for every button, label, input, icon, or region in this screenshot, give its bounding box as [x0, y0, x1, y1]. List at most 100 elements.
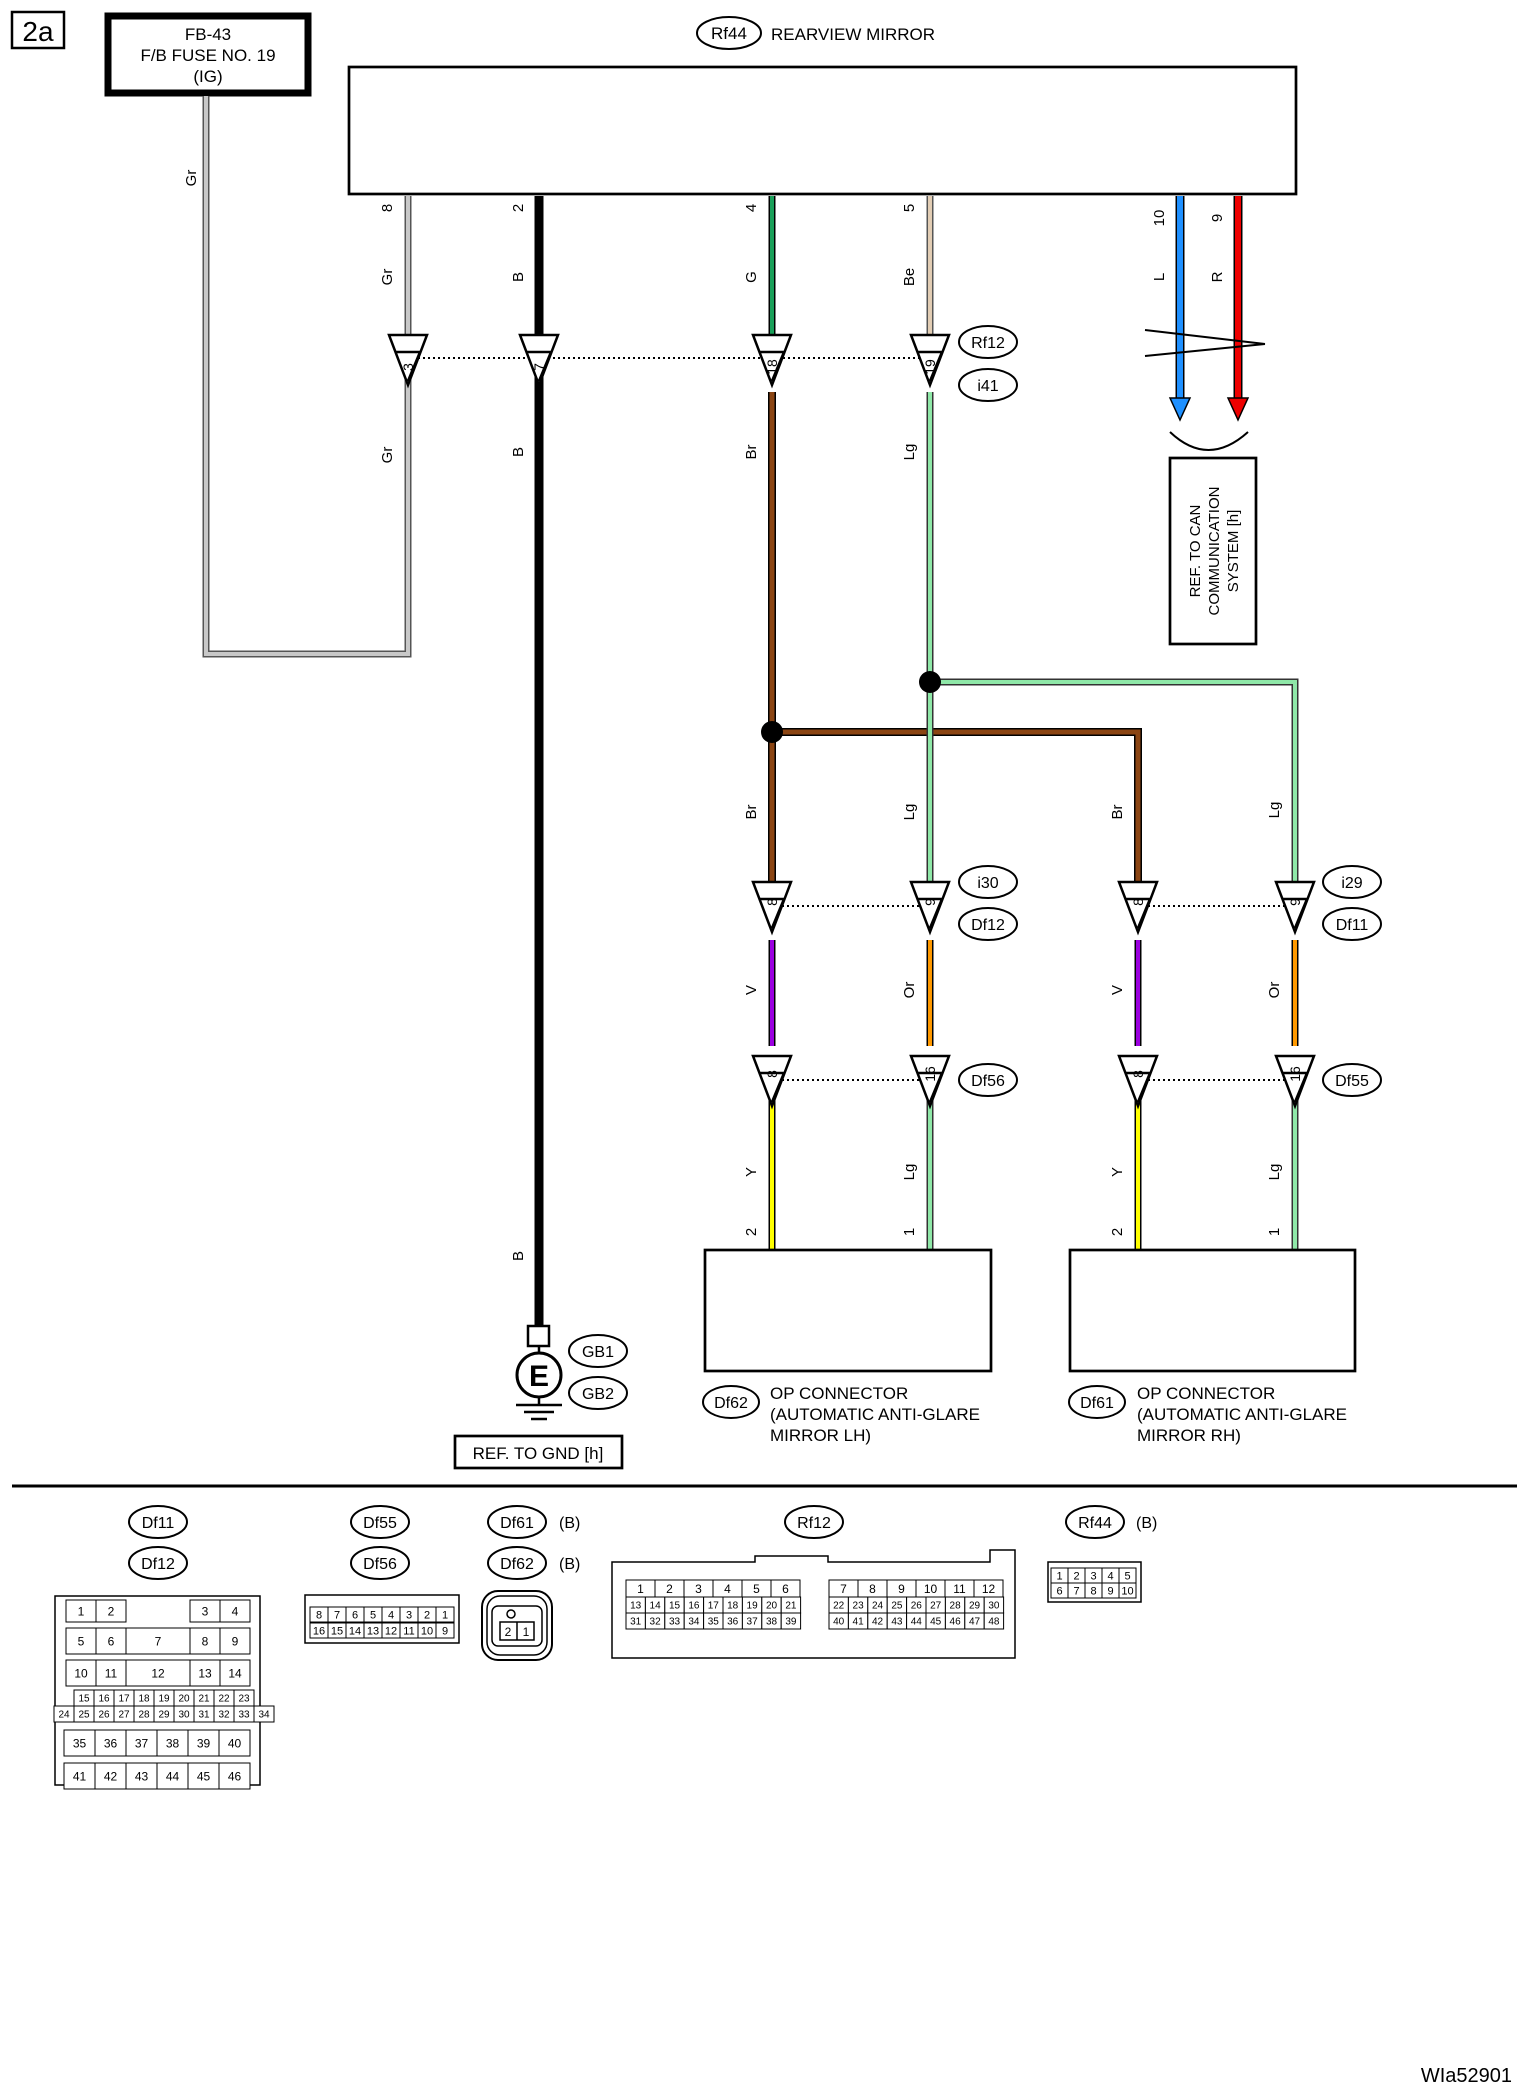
pin-cell — [63, 1729, 96, 1757]
pin-number: 10 — [74, 1666, 88, 1680]
connector-outline — [611, 1549, 1016, 1659]
pin-number: 46 — [228, 1769, 242, 1783]
pin-number: 18 — [727, 1601, 739, 1612]
mirror-connector-id: Rf44 — [711, 24, 747, 43]
op-connector-lh-box — [703, 1248, 993, 1373]
pin-cell — [95, 1627, 127, 1655]
wire-g-br — [768, 196, 1142, 888]
can-ref-line2: COMMUNICATION — [1206, 487, 1223, 616]
pin-number: 3 — [406, 1609, 412, 1621]
pin-number: 42 — [104, 1769, 118, 1783]
doc-code: WIa52901 — [1421, 2065, 1512, 2087]
pin-number: 9 — [1107, 1585, 1113, 1597]
pin-number: 5 — [370, 1609, 376, 1621]
pin-cell — [125, 1627, 191, 1655]
pin-number: 3 — [1090, 1570, 1096, 1582]
wire-code: Or — [901, 982, 918, 999]
pin-number: 8 — [316, 1609, 322, 1621]
wire-code: Or — [1266, 982, 1283, 999]
pin-number: 15 — [669, 1601, 681, 1612]
pin-number: 32 — [218, 1710, 230, 1721]
pin-number: 47 — [969, 1617, 981, 1628]
pin-number: 35 — [708, 1617, 720, 1628]
mirror-connector-oval — [696, 16, 762, 50]
wire-code: Br — [743, 444, 760, 459]
pin-number: 2 — [1073, 1570, 1079, 1582]
legend-oval-df55 — [350, 1505, 410, 1539]
pin-number: 21 — [198, 1694, 210, 1705]
pin-number: 27 — [930, 1601, 942, 1612]
pin-cell — [219, 1627, 251, 1655]
pin-cell — [125, 1659, 191, 1687]
pin-label: 1 — [901, 1228, 918, 1236]
pin-number: 3 — [202, 1604, 209, 1618]
pin-number: 22 — [833, 1601, 845, 1612]
pin-number: 19 — [158, 1694, 170, 1705]
pin-number: 2 — [108, 1604, 115, 1618]
fuse-line2: F/B FUSE NO. 19 — [140, 46, 275, 65]
wire-code: L — [1151, 273, 1168, 281]
page-label-box — [10, 10, 66, 50]
pin-cell — [435, 1606, 455, 1623]
pin-cell — [780, 1612, 802, 1630]
wires-lower — [768, 940, 1299, 1250]
pin-cell — [65, 1659, 97, 1687]
connector-oval-i29 — [1322, 865, 1382, 899]
pin-number: 17 — [708, 1601, 720, 1612]
pin-cell — [125, 1729, 158, 1757]
pin-number: 19 — [747, 1601, 759, 1612]
connector-oval-df11 — [1322, 907, 1382, 941]
gnd-ref-box — [453, 1434, 624, 1470]
pin-cell — [218, 1762, 251, 1790]
wire-be-lg — [926, 196, 1299, 888]
connector-id-df12: Df12 — [971, 917, 1005, 934]
ground-id-gb2: GB2 — [582, 1386, 614, 1403]
connector-oval-df56 — [958, 1063, 1018, 1097]
pin-number: 40 — [833, 1617, 845, 1628]
legend-oval-rf12 — [784, 1505, 844, 1539]
pin-label: 1 — [1266, 1228, 1283, 1236]
connector-id-df11: Df11 — [1336, 917, 1369, 934]
pin-number: 34 — [688, 1617, 700, 1628]
pin-number: 29 — [158, 1710, 170, 1721]
pin-number: 13 — [198, 1666, 212, 1680]
pin-number: 41 — [73, 1769, 87, 1783]
wires-can — [1144, 196, 1266, 451]
legend-id-df11: Df11 — [142, 1515, 175, 1532]
legend-pin: 2 — [505, 1625, 512, 1639]
pin-number: 28 — [950, 1601, 962, 1612]
connector-oval-df61 — [1068, 1385, 1126, 1419]
pin-number: 30 — [178, 1710, 190, 1721]
legend-pin: 1 — [523, 1625, 530, 1639]
connector-oval-gb1 — [568, 1334, 628, 1368]
pin-number: 1 — [637, 1582, 644, 1596]
wire-code: V — [1109, 985, 1126, 995]
pin-cell — [219, 1659, 251, 1687]
wire-code: Lg — [901, 1164, 918, 1181]
pin-number: 10 — [924, 1582, 938, 1596]
pin-cell — [156, 1729, 189, 1757]
wire-code: Be — [901, 268, 918, 286]
connector-oval-gb2 — [568, 1376, 628, 1410]
pin-number: 37 — [135, 1736, 149, 1750]
can-ref-line3: SYSTEM [h] — [1225, 510, 1242, 593]
pin-number: 35 — [73, 1736, 87, 1750]
pin-number: 24 — [58, 1710, 70, 1721]
pin-cell — [156, 1762, 189, 1790]
legend-id-df55: Df55 — [363, 1515, 397, 1532]
pin-label: 8 — [1130, 1070, 1146, 1078]
pin-label: 9 — [922, 898, 938, 906]
pin-number: 32 — [650, 1617, 662, 1628]
pin-label: 19 — [922, 359, 938, 375]
connector-id-i41: i41 — [977, 378, 998, 395]
legend-id-df56: Df56 — [363, 1556, 397, 1573]
pin-label: 2 — [510, 204, 527, 212]
pin-cell — [1118, 1582, 1137, 1599]
op-rh-line1: OP CONNECTOR — [1137, 1384, 1275, 1403]
pin-number: 22 — [218, 1694, 230, 1705]
pin-number: 12 — [151, 1666, 165, 1680]
pin-label: 16 — [922, 1066, 938, 1082]
pin-number: 7 — [334, 1609, 340, 1621]
pin-number: 15 — [78, 1694, 90, 1705]
pin-number: 12 — [982, 1582, 996, 1596]
